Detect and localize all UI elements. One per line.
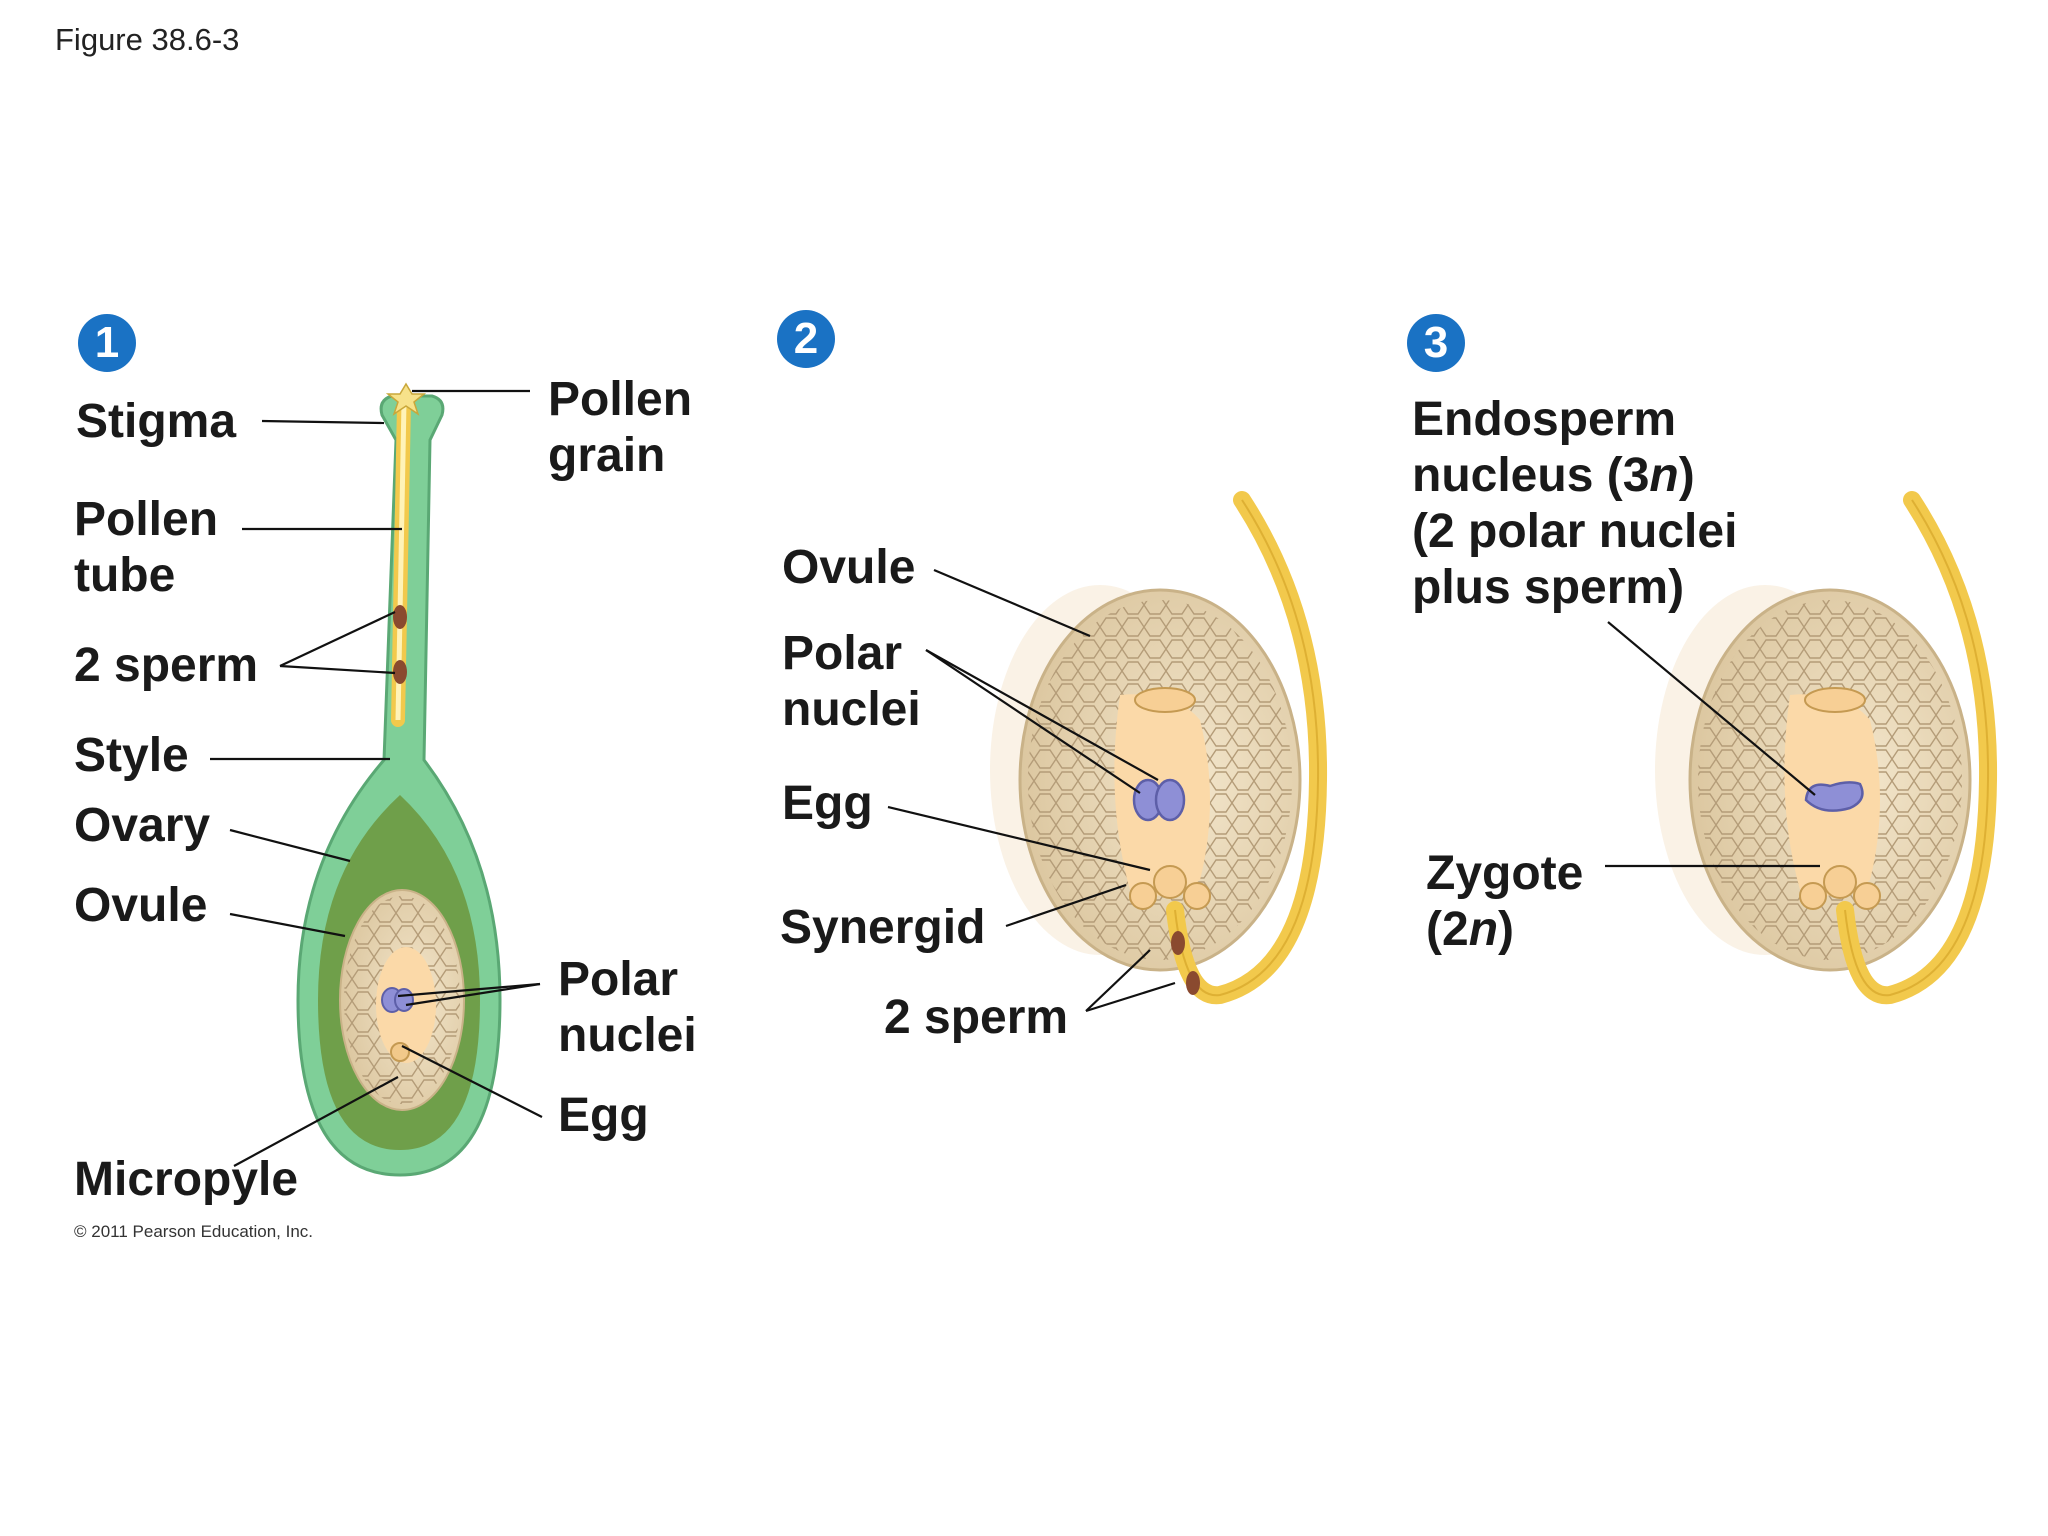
label-pollen-tube-line1: Pollen <box>74 493 219 546</box>
label-ovary: Ovary <box>74 799 211 852</box>
label-zygote-line1: Zygote <box>1426 847 1584 900</box>
label-pollen-tube-line2: tube <box>74 549 176 602</box>
label-endosperm-line2: nucleus (3n) <box>1412 448 1695 504</box>
label-style: Style <box>74 729 189 782</box>
endosperm-text-c: ) <box>1678 449 1695 502</box>
zygote-text-n: n <box>1468 903 1499 956</box>
sperm-1a <box>393 605 407 629</box>
panel-2-ovule <box>990 491 1328 1005</box>
panel-3-ovule <box>1655 491 1998 1005</box>
label-egg-2: Egg <box>782 777 873 830</box>
label-micropyle: Micropyle <box>74 1153 299 1206</box>
label-2-sperm-1: 2 sperm <box>74 639 259 692</box>
panel-1-carpel <box>296 382 502 1177</box>
step-3-badge: 3 <box>1407 314 1465 372</box>
figure-label: Figure 38.6-3 <box>55 22 240 57</box>
zygote-text-a: (2 <box>1426 903 1469 956</box>
step-1-badge: 1 <box>78 314 136 372</box>
label-polar-nuclei-2-line1: Polar <box>782 627 903 680</box>
copyright: © 2011 Pearson Education, Inc. <box>74 1222 314 1241</box>
egg-2 <box>1153 865 1187 899</box>
label-endosperm-line4: plus sperm) <box>1412 561 1685 614</box>
label-synergid: Synergid <box>780 901 986 954</box>
pollen-grain-1 <box>385 382 427 416</box>
sperm-2a <box>1171 931 1185 955</box>
zygote-3 <box>1823 865 1857 899</box>
zygote-text-c: ) <box>1498 903 1514 956</box>
egg-1 <box>390 1042 410 1062</box>
label-pollen-grain-line2: grain <box>548 429 666 482</box>
endosperm-text-a: nucleus (3 <box>1412 449 1650 502</box>
label-egg-1: Egg <box>558 1089 649 1142</box>
label-ovule-1: Ovule <box>74 879 208 932</box>
endosperm-text-n: n <box>1649 449 1679 502</box>
label-stigma: Stigma <box>76 395 237 448</box>
label-ovule-2: Ovule <box>782 541 916 594</box>
panel-3-leaders <box>1605 621 1820 868</box>
label-pollen-grain-line1: Pollen <box>548 373 693 426</box>
label-polar-nuclei-1-line2: nuclei <box>558 1009 697 1062</box>
polar-nuclei-2b <box>1154 778 1186 822</box>
sperm-2b <box>1186 971 1200 995</box>
label-zygote-line2: (2n) <box>1426 902 1514 958</box>
label-endosperm-line1: Endosperm <box>1412 393 1677 446</box>
label-2-sperm-2: 2 sperm <box>884 991 1069 1044</box>
synergid-2a <box>1129 882 1157 910</box>
label-endosperm-line3: (2 polar nuclei <box>1412 505 1738 558</box>
endosperm-nucleus-3 <box>1804 781 1864 812</box>
label-polar-nuclei-2-line2: nuclei <box>782 683 921 736</box>
step-2-badge: 2 <box>777 310 835 368</box>
panel-2-leaders <box>887 568 1176 1013</box>
panel-1-leaders <box>210 389 543 1167</box>
label-polar-nuclei-1-line1: Polar <box>558 953 679 1006</box>
ovule-1 <box>339 889 465 1111</box>
sperm-1b <box>393 660 407 684</box>
